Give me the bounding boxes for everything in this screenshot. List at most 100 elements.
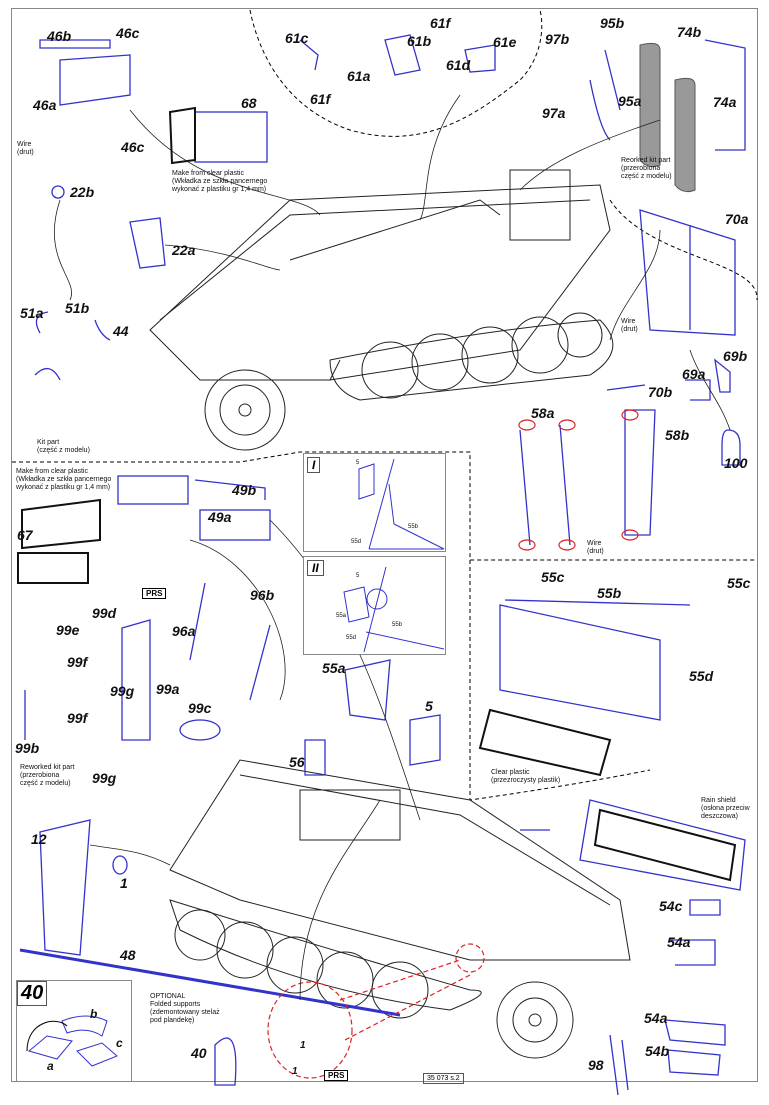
inset-II-title: II (307, 560, 324, 576)
part-label-61a: 61a (347, 68, 371, 84)
section-dividers (12, 9, 758, 801)
part-label-70a: 70a (725, 211, 749, 227)
part-label-51b: 51b (65, 300, 90, 316)
part-label-40: 40 (191, 1045, 207, 1061)
part-label-95a: 95a (618, 93, 642, 109)
leader-lines (54, 94, 731, 1001)
part-label-1-detail: 1 (300, 1040, 306, 1051)
part-label-61e: 61e (493, 34, 517, 50)
gray-kit-parts (639, 42, 696, 193)
option-label-a: a (47, 1059, 54, 1073)
part-label-99g: 99g (110, 683, 135, 699)
part-label-51a: 51a (20, 305, 44, 321)
inset-II-label-5: 5 (356, 573, 360, 579)
part-label-46a: 46a (33, 97, 57, 113)
inset-I-label-55d: 55d (351, 539, 362, 545)
part-label-54a-2: 54a (644, 1010, 668, 1026)
part-label-61b: 61b (407, 33, 432, 49)
part-label-99g-2: 99g (92, 770, 117, 786)
part-label-44: 44 (113, 323, 129, 339)
note-wire-2: Wire (drut) (621, 318, 638, 333)
part-label-46b: 46b (47, 28, 72, 44)
option-label-b: b (90, 1007, 98, 1021)
part-label-49a: 49a (208, 509, 232, 525)
sheet-frame (11, 8, 758, 1082)
option-box-number: 40 (17, 981, 48, 1006)
part-label-46c: 46c (116, 25, 140, 41)
part-label-99b: 99b (15, 740, 40, 756)
upper-vehicle (149, 169, 614, 451)
part-label-61c: 61c (285, 30, 309, 46)
part-label-69b: 69b (723, 348, 748, 364)
part-label-97a: 97a (542, 105, 566, 121)
sheet-code: 35 073 s.2 (423, 1073, 464, 1084)
part-label-67: 67 (17, 527, 33, 543)
note-clear-plastic-67: Make from clear plastic (Wkładka ze szkł… (16, 468, 112, 491)
part-label-99f: 99f (67, 654, 88, 670)
lower-vehicle (169, 759, 631, 1059)
part-label-96a: 96a (172, 623, 196, 639)
part-label-54b: 54b (645, 1043, 670, 1059)
inset-II-label-55a: 55a (336, 613, 347, 619)
inset-II-label-55b: 55b (392, 622, 403, 628)
part-label-54c: 54c (659, 898, 683, 914)
note-reorked-kit-part: Reorked kit part (przerobiona część z mo… (621, 157, 672, 180)
part-label-12: 12 (31, 831, 47, 847)
prs-badge-2: PRS (324, 1070, 349, 1081)
note-clear-plastic: Clear plastic (przezroczysty plastik) (491, 769, 561, 784)
part-label-61d: 61d (446, 57, 471, 73)
note-reworked-kit-part: Reworked kit part (przerobiona część z m… (20, 764, 75, 787)
part-label-55c: 55c (541, 569, 565, 585)
blue-parts (19, 34, 746, 1096)
part-label-55c-2: 55c (727, 575, 751, 591)
part-label-99c: 99c (188, 700, 212, 716)
note-kit-part: Kit part (część z modelu) (37, 439, 90, 454)
part-label-55d: 55d (689, 668, 714, 684)
inset-II: II 5 55a 55b 55d (303, 556, 446, 655)
inset-I: I 5 55b 55d (303, 453, 446, 552)
note-wire-3: Wire (drut) (587, 540, 604, 555)
part-label-5: 5 (425, 698, 433, 714)
detail-callout (267, 943, 485, 1079)
glass-parts (17, 106, 737, 882)
part-label-58a: 58a (531, 405, 555, 421)
part-label-55a: 55a (322, 660, 346, 676)
part-label-55b: 55b (597, 585, 622, 601)
part-label-96b: 96b (250, 587, 275, 603)
part-label-99d: 99d (92, 605, 117, 621)
inset-I-label-5: 5 (356, 460, 360, 466)
red-highlights (518, 409, 639, 551)
part-label-1: 1 (120, 875, 128, 891)
part-label-99a: 99a (156, 681, 180, 697)
inset-I-title: I (307, 457, 321, 473)
part-label-74a: 74a (713, 94, 737, 110)
prs-badge: PRS (142, 588, 167, 599)
part-label-49b: 49b (232, 482, 257, 498)
inset-II-label-55d: 55d (346, 635, 357, 641)
part-label-74b: 74b (677, 24, 702, 40)
part-label-48: 48 (120, 947, 136, 963)
note-clear-plastic-68: Make from clear plastic (Wkładka ze szkł… (172, 170, 268, 193)
note-rain-shield: Rain shield (osłona przeciw deszczowa) (701, 797, 750, 820)
part-label-22b: 22b (70, 184, 95, 200)
part-label-22a: 22a (172, 242, 196, 258)
part-label-58b: 58b (665, 427, 690, 443)
part-label-68: 68 (241, 95, 257, 111)
part-label-99f-2: 99f (67, 710, 88, 726)
part-label-97b: 97b (545, 31, 570, 47)
part-label-100: 100 (724, 455, 748, 471)
part-label-69a: 69a (682, 366, 706, 382)
part-label-61f-2: 61f (310, 91, 331, 107)
part-label-95b: 95b (600, 15, 625, 31)
part-label-98: 98 (588, 1057, 604, 1073)
part-label-56: 56 (289, 754, 305, 770)
option-label-c: c (116, 1036, 123, 1050)
optional-folded-supports-box: 40 a b c (16, 980, 132, 1082)
part-label-70b: 70b (648, 384, 673, 400)
inset-I-label-55b: 55b (408, 524, 419, 530)
note-optional: OPTIONAL Folded supports (zdemontowany s… (150, 993, 220, 1024)
part-label-1-detail-2: 1 (292, 1066, 298, 1077)
note-wire: Wire (drut) (17, 141, 34, 156)
